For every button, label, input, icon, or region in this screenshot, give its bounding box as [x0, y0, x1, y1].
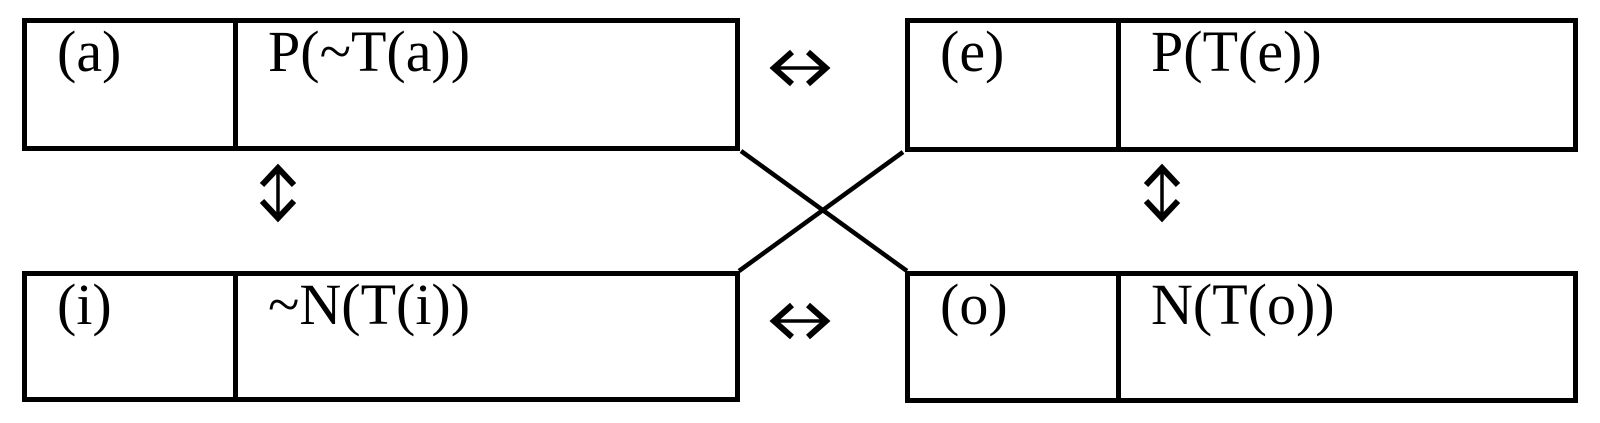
double-arrow-vertical-icon: [259, 163, 297, 223]
box-e-label: (e): [940, 19, 1005, 84]
box-a-formula: P(~T(a)): [233, 23, 735, 146]
double-arrow-vertical-icon: [1143, 163, 1181, 223]
box-i-formula: ~N(T(i)): [233, 276, 735, 397]
box-o: (o) N(T(o)): [905, 271, 1578, 403]
box-i: (i) ~N(T(i)): [22, 271, 740, 402]
box-a: (a) P(~T(a)): [22, 18, 740, 151]
box-e-formula: P(T(e)): [1116, 23, 1573, 147]
box-a-label: (a): [57, 19, 122, 84]
box-i-label: (i): [57, 272, 112, 337]
double-arrow-horizontal-icon: [769, 302, 831, 340]
box-o-label: (o): [940, 272, 1008, 337]
double-arrow-horizontal-icon: [769, 49, 831, 87]
diagonal-line-a-o: [739, 149, 909, 273]
box-o-formula: N(T(o)): [1116, 276, 1573, 398]
box-e: (e) P(T(e)): [905, 18, 1578, 152]
diagonal-line-e-i: [737, 150, 905, 273]
